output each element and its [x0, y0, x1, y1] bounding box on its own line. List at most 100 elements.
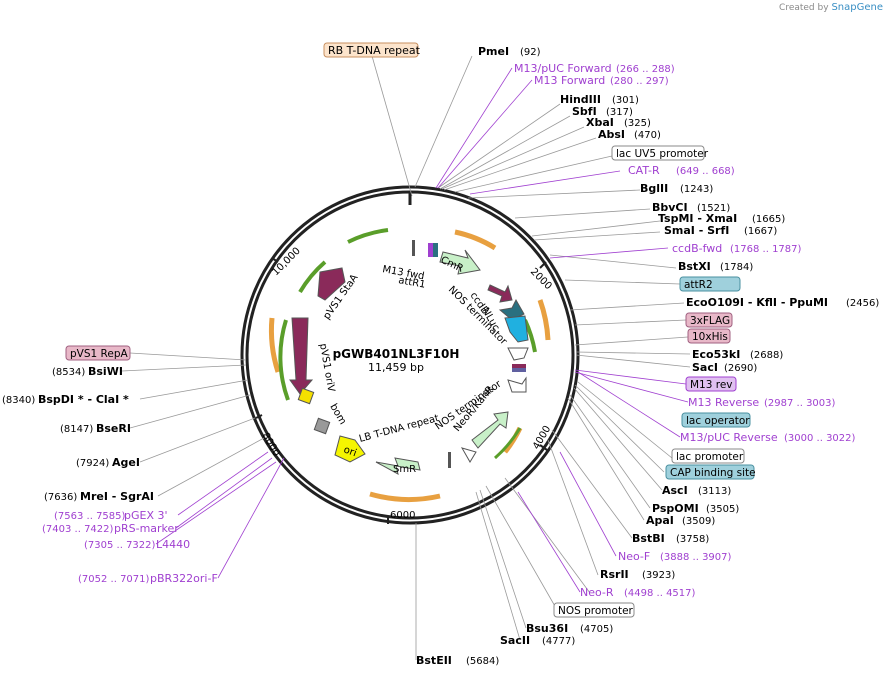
site-saci: SacI — [692, 361, 718, 374]
site-bseri: BseRI — [96, 422, 131, 435]
site-bspdi-pos: (8340) — [2, 395, 35, 406]
primer-prs-marker: pRS-marker — [114, 522, 179, 535]
site-bglii: BglII — [640, 182, 668, 195]
nluc-arrow — [504, 315, 529, 343]
primer-l4440-pos: (7305 .. 7322) — [84, 540, 156, 551]
m13-rev-box — [685, 376, 737, 392]
label-smr: SmR — [393, 464, 416, 475]
site-bsu36i: Bsu36I — [526, 622, 568, 635]
site-rsrii: RsrII — [600, 568, 629, 581]
credit-text: Created by — [779, 3, 829, 13]
site-eco0109i: EcoO109I - KflI - PpuMI — [686, 296, 828, 309]
site-apai: ApaI — [646, 514, 674, 527]
lac-promoter-box — [671, 448, 745, 464]
site-bseri-pos: (8147) — [60, 424, 93, 435]
primer-pbr322ori-pos: (7052 .. 7071) — [78, 574, 150, 585]
plasmid-name: pGWB401NL3F10H — [333, 347, 460, 361]
lac-operator-box — [681, 412, 751, 428]
site-absi-pos: (470) — [634, 130, 661, 141]
site-asci: AscI — [662, 484, 688, 497]
primer-cat-r-pos: (649 .. 668) — [676, 166, 735, 177]
lac-promoter-arrow — [507, 376, 527, 393]
nos-promoter-arrow — [460, 447, 477, 463]
nos-promoter-box — [553, 602, 635, 618]
leader-lines — [121, 55, 691, 660]
feature-lacuv5: lac UV5 promoter — [616, 148, 709, 160]
cmr-arrow — [439, 249, 481, 275]
site-hindiii: HindIII — [560, 93, 601, 106]
feature-arc — [494, 427, 522, 460]
site-sacii: SacII — [500, 634, 530, 647]
feature-10xhis: 10xHis — [692, 331, 728, 343]
site-agei: AgeI — [112, 456, 140, 469]
attr1-mark — [433, 243, 438, 257]
m13-fwd-mark — [428, 243, 433, 257]
site-mrei-pos: (7636) — [44, 492, 77, 503]
site-bsu36i-pos: (4705) — [580, 624, 613, 635]
snapgene-logo: SnapGene — [831, 2, 883, 13]
site-smai: SmaI - SrfI — [664, 224, 729, 237]
pvs1-staa-arrow — [317, 267, 346, 301]
site-bstbi-pos: (3758) — [676, 534, 709, 545]
feature-nos-promoter: NOS promoter — [558, 605, 634, 617]
tick-mark — [255, 414, 263, 419]
pvs1-repa-arrow — [289, 317, 314, 395]
feature-arc — [454, 229, 497, 251]
tick-mark — [271, 257, 279, 263]
site-mrei: MreI - SgrAI — [80, 490, 154, 503]
feature-arc — [268, 317, 281, 373]
lacuv5-box — [611, 145, 705, 161]
feature-lac-operator: lac operator — [686, 415, 750, 427]
site-bsiwi-pos: (8534) — [52, 367, 85, 378]
feature-arc — [278, 319, 290, 401]
site-sbfi-pos: (317) — [606, 107, 633, 118]
pvs1-oriv-box — [297, 387, 315, 405]
site-pmei: PmeI — [478, 45, 509, 58]
primer-neo-r: Neo-R — [580, 586, 614, 599]
primer-cat-r: CAT-R — [628, 164, 660, 177]
site-xbai: XbaI — [586, 116, 614, 129]
feature-arc — [369, 491, 441, 502]
primer-m13puc-fwd-pos: (266 .. 288) — [616, 64, 675, 75]
primer-m13-reverse: M13 Reverse — [688, 396, 759, 409]
site-rsrii-pos: (3923) — [642, 570, 675, 581]
site-pspomi-pos: (3505) — [706, 504, 739, 515]
feature-3xflag: 3xFLAG — [690, 315, 730, 327]
feature-arc — [537, 299, 551, 341]
primer-m13puc-rev-pos: (3000 .. 3022) — [784, 433, 856, 444]
primer-m13-reverse-pos: (2987 .. 3003) — [764, 398, 836, 409]
primer-pgex3: pGEX 3' — [124, 509, 168, 522]
feature-attr2: attR2 — [684, 279, 713, 291]
site-bglii-pos: (1243) — [680, 184, 713, 195]
primer-m13puc-fwd: M13/pUC Forward — [514, 62, 612, 75]
site-bsteii-pos: (5684) — [466, 656, 499, 667]
site-apai-pos: (3509) — [682, 516, 715, 527]
ori-arrow — [334, 435, 366, 463]
primer-m13-fwd: M13 Forward — [534, 74, 605, 87]
site-sbfi: SbfI — [572, 105, 597, 118]
bom-box — [313, 417, 331, 435]
primer-m13-rev: M13 rev — [690, 379, 733, 391]
site-bspdi: BspDI * - ClaI * — [38, 393, 129, 406]
label-ori: ori — [342, 444, 358, 459]
site-smai-pos: (1667) — [744, 226, 777, 237]
primer-l4440: L4440 — [156, 538, 190, 551]
site-sacii-pos: (4777) — [542, 636, 575, 647]
primer-neo-f-pos: (3888 .. 3907) — [660, 552, 732, 563]
10xhis-box — [687, 328, 731, 344]
primer-m13-fwd-pos: (280 .. 297) — [610, 76, 669, 87]
smr-arrow — [375, 457, 421, 475]
site-absi: AbsI — [598, 128, 625, 141]
primer-neo-f: Neo-F — [618, 550, 650, 563]
tick-6000: 6000 — [390, 510, 415, 521]
rb-mark — [412, 240, 415, 256]
site-pspomi: PspOMI — [652, 502, 699, 515]
primer-neo-r-pos: (4498 .. 4517) — [624, 588, 696, 599]
site-bstxi: BstXI — [678, 260, 711, 273]
plasmid-size: 11,459 bp — [368, 361, 424, 374]
3xflag-mark — [512, 364, 526, 368]
site-tspmi: TspMI - XmaI — [658, 212, 737, 225]
site-bsteii: BstEII — [416, 654, 452, 667]
